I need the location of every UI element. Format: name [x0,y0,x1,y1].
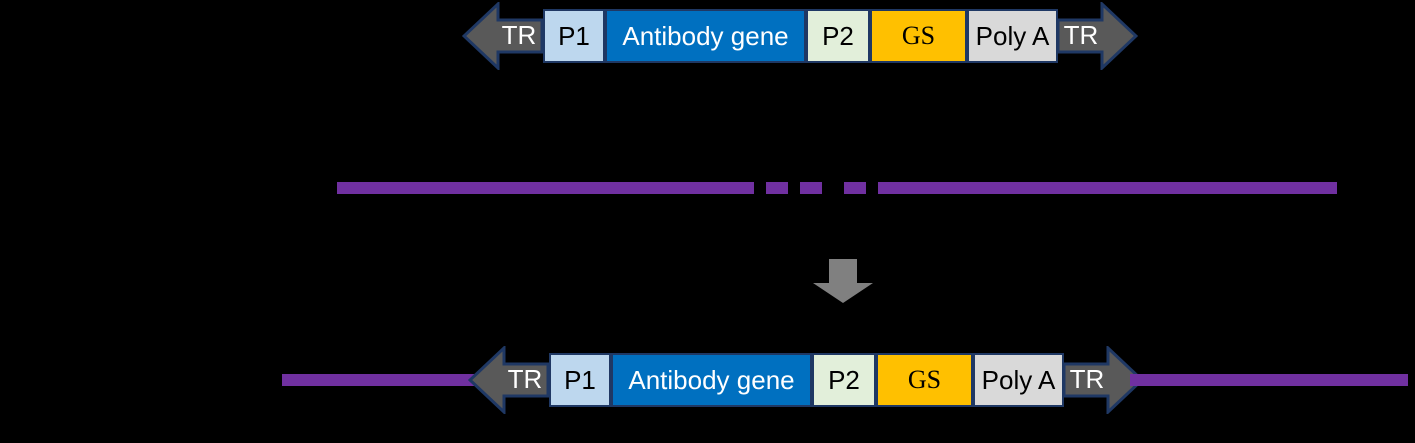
genome-solid-right [878,182,1337,194]
genome-dash-3 [844,182,866,194]
bottom-flank-right [1130,374,1408,386]
genome-dash-2 [800,182,822,194]
top-element-gene: Antibody gene [605,9,806,63]
bottom-element-gene: Antibody gene [611,353,812,407]
top-element-gene-label: Antibody gene [622,21,789,51]
bottom-element-p2-label: P2 [828,365,860,395]
top-element-p2: P2 [806,9,870,63]
top-right-tr-arrow [1056,2,1138,70]
bottom-right-tr-label: TR [1069,364,1105,394]
bottom-left-tr-arrow [468,346,550,414]
bottom-flank-left [282,374,474,386]
top-element-polya: Poly A [967,9,1058,63]
top-element-gs: GS [870,9,967,63]
top-right-tr-label: TR [1063,20,1099,50]
top-left-tr-label: TR [501,20,537,50]
bottom-left-tr-label: TR [507,364,543,394]
bottom-element-gene-label: Antibody gene [628,365,795,395]
bottom-element-polya-label: Poly A [981,365,1056,395]
bottom-element-polya: Poly A [973,353,1064,407]
bottom-element-p2: P2 [812,353,876,407]
top-element-p2-label: P2 [822,21,854,51]
genome-solid-left [337,182,754,194]
top-construct: TR P1 Antibody gene P2 GS Poly A TR [0,0,1415,80]
bottom-element-gs: GS [876,353,973,407]
top-element-p1: P1 [543,9,605,63]
top-element-gs-label: GS [901,21,936,50]
top-element-p1-label: P1 [558,21,590,51]
top-left-tr-arrow [462,2,544,70]
bottom-element-gs-label: GS [907,365,942,394]
bottom-element-p1-label: P1 [564,365,596,395]
down-arrow-icon [812,259,874,304]
bottom-element-p1: P1 [549,353,611,407]
genome-dash-1 [766,182,788,194]
top-element-polya-label: Poly A [975,21,1050,51]
